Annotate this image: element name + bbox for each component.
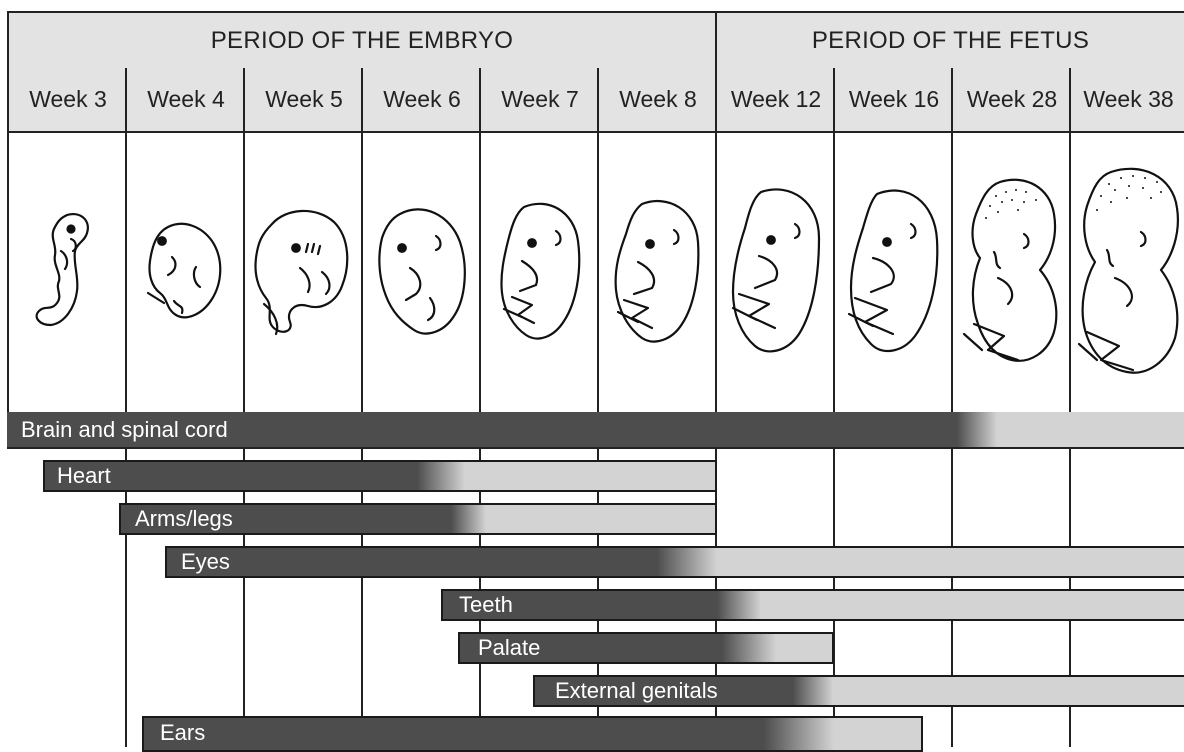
week-header-3: Week 3	[9, 68, 127, 131]
fetus-week-12-illustration	[715, 133, 833, 411]
embryo-week-5-illustration	[243, 133, 361, 411]
embryo-week-8-illustration	[597, 133, 715, 411]
bar-label-palate: Palate	[478, 634, 540, 662]
week-header-8: Week 8	[599, 68, 717, 131]
period-embryo-label: PERIOD OF THE EMBRYO	[211, 27, 514, 55]
period-embryo-header: PERIOD OF THE EMBRYO	[7, 11, 717, 70]
week-header-28: Week 28	[953, 68, 1071, 131]
bar-arms-legs: Arms/legs	[119, 503, 717, 535]
week-header-38: Week 38	[1071, 68, 1184, 131]
grid-line	[7, 447, 1184, 449]
week-header-row: Week 3 Week 4 Week 5 Week 6 Week 7 Week …	[7, 68, 1184, 133]
bar-heart: Heart	[43, 460, 717, 492]
bar-external-genitals: External genitals	[533, 675, 1184, 707]
bar-label-teeth: Teeth	[459, 591, 513, 619]
week-header-7: Week 7	[481, 68, 599, 131]
week-header-5: Week 5	[245, 68, 363, 131]
embryo-week-3-illustration	[7, 133, 125, 411]
bar-label-external-genitals: External genitals	[555, 677, 718, 705]
period-fetus-label: PERIOD OF THE FETUS	[812, 27, 1089, 55]
fetus-week-28-illustration	[951, 133, 1069, 411]
week-header-4: Week 4	[127, 68, 245, 131]
embryo-week-6-illustration	[361, 133, 479, 411]
week-header-16: Week 16	[835, 68, 953, 131]
week-header-12: Week 12	[717, 68, 835, 131]
bar-label-heart: Heart	[57, 462, 111, 490]
fetus-week-38-illustration	[1069, 133, 1184, 411]
embryo-week-7-illustration	[479, 133, 597, 411]
bar-brain-and-spinal-cord: Brain and spinal cord	[7, 412, 1184, 447]
period-fetus-header: PERIOD OF THE FETUS	[715, 11, 1184, 70]
fetus-week-16-illustration	[833, 133, 951, 411]
bar-label-brain: Brain and spinal cord	[21, 412, 228, 447]
bar-eyes: Eyes	[165, 546, 1184, 578]
bar-label-eyes: Eyes	[181, 548, 230, 576]
bar-palate: Palate	[458, 632, 834, 664]
bar-label-arms-legs: Arms/legs	[135, 505, 233, 533]
embryo-week-4-illustration	[125, 133, 243, 411]
bar-label-ears: Ears	[160, 718, 205, 748]
week-header-6: Week 6	[363, 68, 481, 131]
bar-teeth: Teeth	[441, 589, 1184, 621]
